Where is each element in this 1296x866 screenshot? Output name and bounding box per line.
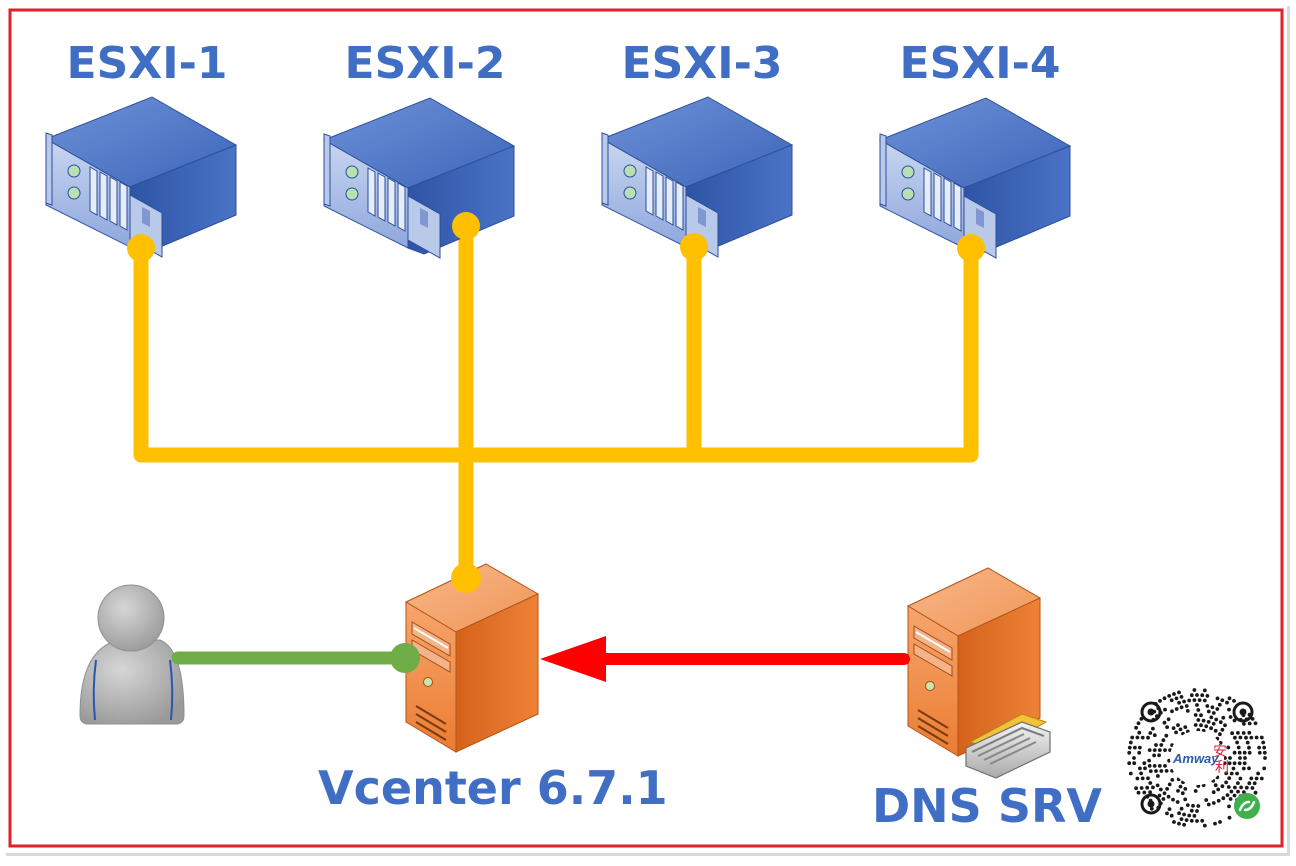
dns-to-vcenter-arrow [540,636,910,682]
esxi-1-connector-dot [127,234,155,262]
user-icon [79,584,185,725]
esxi-3-connector-dot [680,233,708,261]
esxi-4-connector-dot [957,234,985,262]
vcenter-uplink-dot [451,563,481,593]
esxi-1-label: ESXI-1 [66,38,228,89]
diagram-frame [8,8,1284,848]
network-bus-line [133,240,979,463]
esxi-3-label: ESXI-3 [621,38,783,89]
esxi-servers [44,96,1072,259]
dns-arrow-head [540,636,606,682]
esxi-4-server-icon [878,97,1072,259]
esxi-4-label: ESXI-4 [899,38,1061,89]
qr-brand-text: Amway [1172,751,1219,766]
vcenter-label: Vcenter 6.7.1 [318,761,668,815]
esxi-2-server-icon [322,97,516,259]
vcenter-server-icon [404,563,540,753]
esxi-2-connector-dot [452,212,480,240]
user-link-dot [390,643,420,673]
qr-characters-2: 利 [1215,760,1229,776]
qr-characters: 安 [1213,744,1227,760]
esxi-network-links [133,218,979,586]
esxi-connector-dots [127,212,985,262]
dns-server-label: DNS SRV [872,779,1102,833]
disk-drive-icon [965,713,1051,779]
user-vcenter-link [171,643,420,673]
link-badge-icon [1234,793,1260,819]
esxi-2-label: ESXI-2 [344,38,506,89]
esxi-1-server-icon [44,96,238,258]
